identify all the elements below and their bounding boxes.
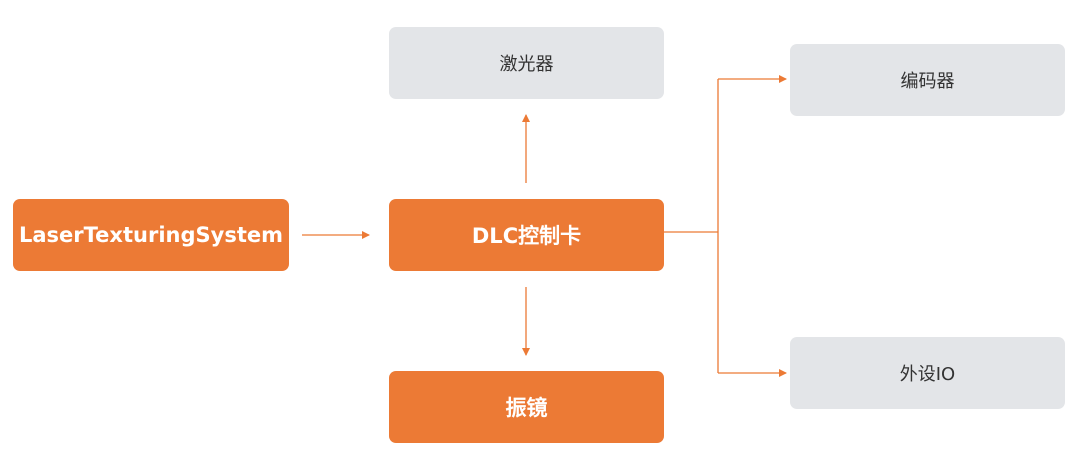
node-peripheral-io-label: 外设IO bbox=[899, 364, 956, 385]
node-laser-label: 激光器 bbox=[499, 54, 554, 75]
node-encoder: 编码器 bbox=[790, 44, 1065, 116]
node-encoder-label: 编码器 bbox=[900, 71, 955, 92]
node-galvo: 振镜 bbox=[389, 371, 664, 443]
node-dlc-control-card-label: DLC控制卡 bbox=[471, 224, 582, 248]
node-dlc-control-card: DLC控制卡 bbox=[389, 199, 664, 271]
node-laser: 激光器 bbox=[389, 27, 664, 99]
node-galvo-label: 振镜 bbox=[505, 396, 548, 420]
node-laser-texturing-system: LaserTexturingSystem bbox=[13, 199, 289, 271]
node-laser-texturing-system-label: LaserTexturingSystem bbox=[19, 223, 283, 247]
node-peripheral-io: 外设IO bbox=[790, 337, 1065, 409]
